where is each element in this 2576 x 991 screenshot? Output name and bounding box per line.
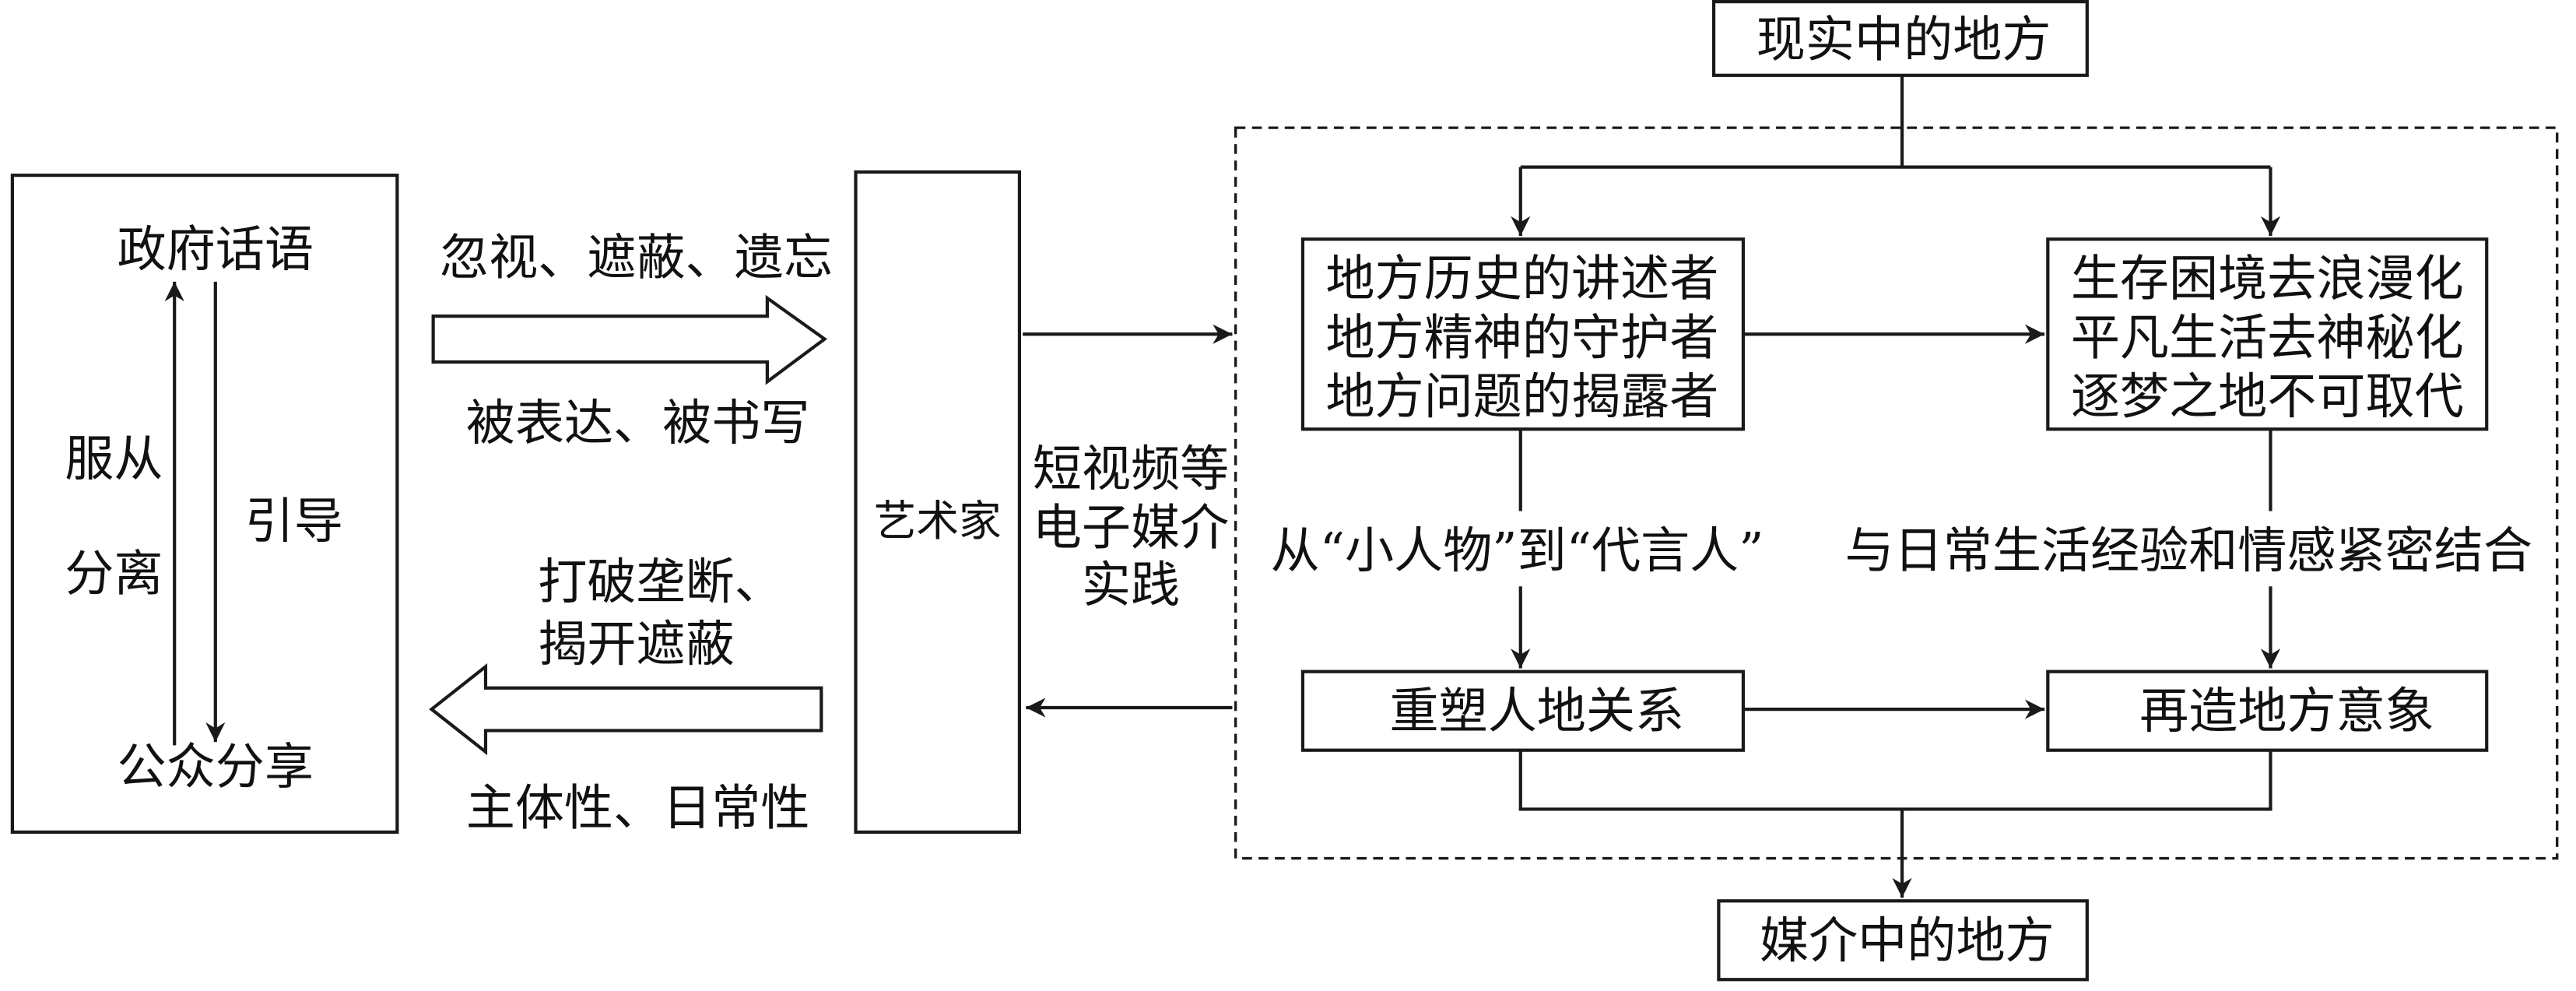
recreate-box <box>2046 669 2489 752</box>
public-sharing-label: 公众分享 <box>118 738 314 796</box>
lower-flow-top-text-1: 打破垄断、 <box>538 553 784 610</box>
media-practice-line-1: 短视频等 <box>1033 440 1229 497</box>
right-edge-label: 与日常生活经验和情感紧密结合 <box>1844 522 2532 579</box>
life-line-1: 生存困境去浪漫化 <box>2071 250 2464 307</box>
upper-flow-top-text: 忽视、遮蔽、遗忘 <box>440 228 833 286</box>
connector-bottom-merge <box>1518 750 2272 811</box>
reshape-box <box>1300 669 1746 752</box>
role-line-1: 地方历史的讲述者 <box>1325 250 1718 307</box>
artist-box <box>854 170 1022 835</box>
government-public-box <box>10 174 399 835</box>
hollow-arrow-right <box>431 294 828 385</box>
real-place-label: 现实中的地方 <box>1757 10 2051 68</box>
artist-label: 艺术家 <box>874 496 1002 546</box>
upper-flow-bottom-text: 被表达、被书写 <box>466 394 810 452</box>
guide-label: 引导 <box>245 492 343 550</box>
hollow-arrow-left <box>429 663 823 756</box>
life-box <box>2046 237 2489 431</box>
government-discourse-label: 政府话语 <box>118 220 314 278</box>
role-box <box>1300 237 1746 431</box>
left-edge-label: 从“小人物”到“代言人” <box>1271 522 1764 579</box>
media-practice-line-3: 实践 <box>1082 556 1180 613</box>
lower-flow-top-text-2: 揭开遮蔽 <box>538 615 734 673</box>
real-place-box <box>1711 0 2089 77</box>
media-place-label: 媒介中的地方 <box>1760 912 2055 969</box>
media-practice-region <box>1234 126 2559 860</box>
obey-label: 服从 <box>65 430 163 487</box>
media-place-box <box>1717 899 2089 982</box>
media-practice-line-2: 电子媒介 <box>1033 499 1229 557</box>
life-line-2: 平凡生活去神秘化 <box>2071 308 2464 366</box>
role-line-3: 地方问题的揭露者 <box>1325 367 1718 425</box>
reshape-label: 重塑人地关系 <box>1389 682 1684 740</box>
separate-label: 分离 <box>65 544 163 602</box>
role-line-2: 地方精神的守护者 <box>1325 308 1718 366</box>
lower-flow-bottom-text: 主体性、日常性 <box>466 778 810 836</box>
life-line-3: 逐梦之地不可取代 <box>2071 367 2464 425</box>
recreate-label: 再造地方意象 <box>2139 682 2434 740</box>
